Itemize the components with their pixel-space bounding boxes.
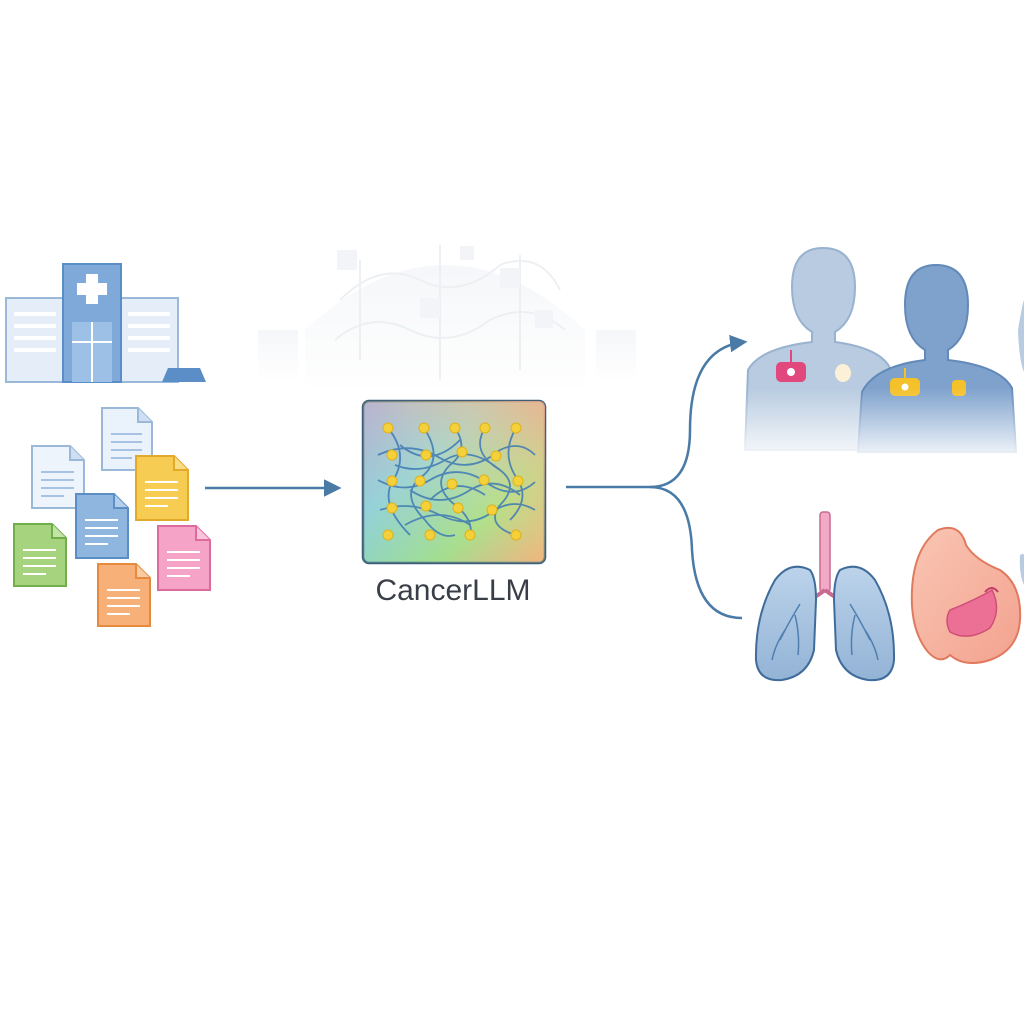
- stomach-organ-icon: [910, 526, 1024, 665]
- document-icon: [75, 493, 129, 559]
- patients-group: [740, 246, 1024, 460]
- clinical-documents-group: [13, 407, 211, 627]
- document-icon: [135, 455, 189, 521]
- lungs-organ-icon: [754, 511, 896, 682]
- document-icon: [157, 525, 211, 591]
- ghost-network-background: [258, 245, 636, 390]
- hospital-building-icon: [5, 263, 206, 383]
- model-label: CancerLLM: [375, 574, 531, 607]
- cancerllm-model-icon: [361, 399, 547, 565]
- document-icon: [97, 563, 151, 627]
- output-branch-arrows: [566, 334, 748, 620]
- document-icon: [101, 407, 153, 471]
- network-nodes: [382, 422, 524, 541]
- document-icon: [31, 445, 85, 509]
- document-icon: [13, 523, 67, 587]
